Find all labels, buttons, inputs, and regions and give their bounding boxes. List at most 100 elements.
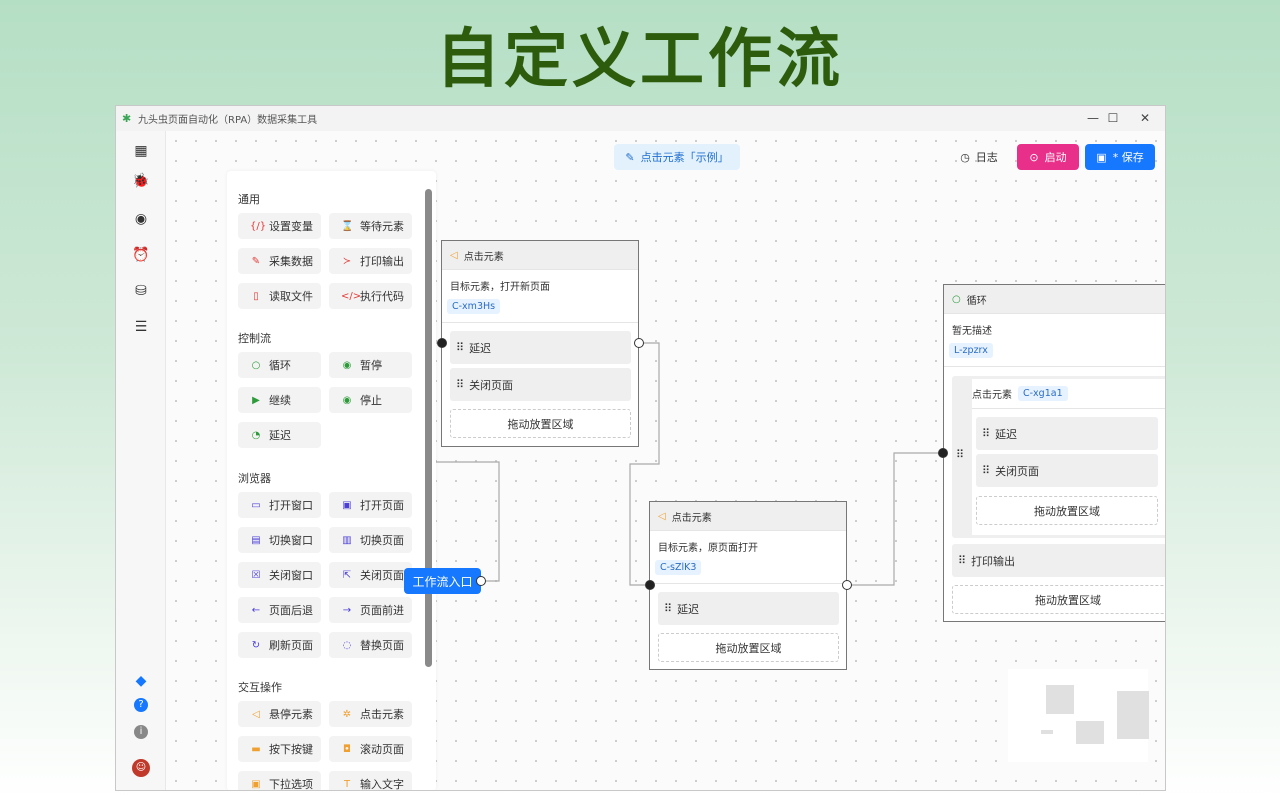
- edit-icon: ✎: [625, 150, 635, 164]
- palette-item-label: 暂停: [360, 359, 382, 372]
- apps-grid-icon[interactable]: ▦: [134, 143, 148, 159]
- node2-output-port[interactable]: [842, 580, 852, 590]
- palette-item[interactable]: ☒关闭窗口: [238, 562, 321, 588]
- palette-item[interactable]: ◉暂停: [329, 352, 412, 378]
- minimap[interactable]: [1008, 669, 1149, 762]
- child-node-delay[interactable]: ⠿ 延迟: [658, 592, 839, 625]
- diamond-icon[interactable]: ◆: [135, 673, 147, 689]
- palette-item-icon: ⇱: [342, 569, 352, 581]
- child-node-delay[interactable]: ⠿延迟: [450, 331, 631, 364]
- left-rail: ▦ 🐞 ◉ ⏰ ⛁ ☰ ◆? i ☺: [116, 131, 166, 790]
- child-node-close-page[interactable]: ⠿关闭页面: [976, 454, 1158, 487]
- child-node-print-output[interactable]: ⠿打印输出: [952, 544, 1165, 577]
- palette-item[interactable]: ▶继续: [238, 387, 321, 413]
- palette-item-label: 按下按键: [269, 743, 313, 756]
- child-node-close-page[interactable]: ⠿关闭页面: [450, 368, 631, 401]
- app-window: ✱ 九头虫页面自动化（RPA）数据采集工具 — ☐ ✕ ▦🐞◉⏰⛁☰◆?i☺ 通…: [115, 105, 1166, 791]
- bug-logo-icon[interactable]: 🐞: [132, 173, 150, 189]
- node-click-element-1[interactable]: ◁点击元素 目标元素，打开新页面 C-xm3Hs ⠿延迟 ⠿关闭页面 拖动放置区…: [441, 240, 639, 447]
- palette-item[interactable]: ▯读取文件: [238, 283, 321, 309]
- start-button[interactable]: ⊙启动: [1017, 144, 1079, 170]
- palette-item[interactable]: ⇱关闭页面: [329, 562, 412, 588]
- palette-item-icon: </>: [341, 290, 362, 302]
- child-node-delay[interactable]: ⠿延迟: [976, 417, 1158, 450]
- palette-item[interactable]: ←页面后退: [238, 597, 321, 623]
- palette-item[interactable]: ↻刷新页面: [238, 632, 321, 658]
- drag-handle-icon[interactable]: ⠿: [456, 341, 464, 354]
- drop-zone[interactable]: 拖动放置区域: [976, 496, 1158, 525]
- workflow-entry[interactable]: 工作流入口: [404, 568, 481, 594]
- help-icon[interactable]: ?: [134, 698, 148, 712]
- palette-item[interactable]: ◉停止: [329, 387, 412, 413]
- palette-item[interactable]: ▬ 按下按键: [238, 736, 321, 762]
- drag-handle-icon[interactable]: ⠿: [664, 602, 672, 615]
- palette-item[interactable]: ✲点击元素: [329, 701, 412, 727]
- node-description: 目标元素，打开新页面: [450, 282, 550, 293]
- database-icon[interactable]: ⛁: [135, 283, 147, 299]
- drag-handle-icon[interactable]: ⠿: [982, 427, 990, 440]
- drag-handle-icon[interactable]: ⠿: [956, 448, 964, 461]
- palette-scrollbar[interactable]: [425, 189, 432, 667]
- palette-item[interactable]: ▭打开窗口: [238, 492, 321, 518]
- palette-item[interactable]: ▣下拉选项: [238, 771, 321, 790]
- palette-item[interactable]: ⌛等待元素: [329, 213, 412, 239]
- workflow-icon[interactable]: ◉: [134, 211, 148, 227]
- info-icon[interactable]: i: [134, 725, 148, 739]
- palette-item[interactable]: </>执行代码: [329, 283, 412, 309]
- palette-item[interactable]: ◘滚动页面: [329, 736, 412, 762]
- close-button[interactable]: ✕: [1139, 111, 1151, 125]
- palette-item[interactable]: →页面前进: [329, 597, 412, 623]
- hero-title: 自定义工作流: [436, 22, 844, 97]
- child-label: 延迟: [677, 602, 700, 616]
- entry-output-port[interactable]: [476, 576, 486, 586]
- node3-input-port[interactable]: [938, 448, 948, 458]
- alarm-icon[interactable]: ⏰: [132, 247, 150, 263]
- log-button[interactable]: ◷日志: [954, 144, 1004, 170]
- storage-icon[interactable]: ☰: [134, 319, 148, 335]
- drag-handle-icon[interactable]: ⠿: [958, 554, 966, 567]
- save-button[interactable]: ▣* 保存: [1085, 144, 1155, 170]
- palette-item[interactable]: ○循环: [238, 352, 321, 378]
- minimize-button[interactable]: —: [1087, 111, 1099, 125]
- maximize-button[interactable]: ☐: [1107, 111, 1119, 125]
- play-circle-icon: ⊙: [1029, 150, 1039, 164]
- node-click-element-2[interactable]: ◁点击元素 目标元素，原页面打开 C-sZlK3 ⠿延迟 拖动放置区域: [649, 501, 847, 670]
- palette-item[interactable]: ▤切换窗口: [238, 527, 321, 553]
- palette-item[interactable]: ▣打开页面: [329, 492, 412, 518]
- palette-item-icon: ▬: [251, 743, 261, 755]
- palette-item[interactable]: {/}设置变量: [238, 213, 321, 239]
- workflow-canvas[interactable]: 通用{/}设置变量⌛等待元素✎采集数据≻打印输出▯读取文件</>执行代码控制流○…: [166, 131, 1165, 790]
- palette-item-label: 打印输出: [360, 255, 404, 268]
- palette-item-icon: ▣: [251, 778, 261, 790]
- drag-handle-icon[interactable]: ⠿: [982, 464, 990, 477]
- drag-handle-icon[interactable]: ⠿: [456, 378, 464, 391]
- palette-item-icon: ▥: [342, 534, 352, 546]
- drop-zone[interactable]: 拖动放置区域: [450, 409, 631, 438]
- palette-item[interactable]: ✎采集数据: [238, 248, 321, 274]
- palette-item-label: 替换页面: [360, 639, 404, 652]
- node1-output-port[interactable]: [634, 338, 644, 348]
- save-label: * 保存: [1112, 151, 1144, 164]
- node-title: 点击元素: [463, 251, 504, 263]
- palette-item-icon: ↻: [251, 639, 261, 651]
- palette-section-title: 通用: [238, 193, 260, 206]
- workflow-name-button[interactable]: ✎点击元素「示例」: [614, 144, 740, 170]
- node2-input-port[interactable]: [645, 580, 655, 590]
- drop-zone[interactable]: 拖动放置区域: [658, 633, 839, 662]
- palette-item-label: 读取文件: [269, 290, 313, 303]
- node1-input-port[interactable]: [437, 338, 447, 348]
- palette-item-label: 采集数据: [269, 255, 313, 268]
- palette-item[interactable]: ◔延迟: [238, 422, 321, 448]
- palette-item[interactable]: ≻打印输出: [329, 248, 412, 274]
- node-title: 点击元素: [671, 512, 712, 524]
- palette-item[interactable]: ◌替换页面: [329, 632, 412, 658]
- palette-item[interactable]: ▥切换页面: [329, 527, 412, 553]
- drop-zone[interactable]: 拖动放置区域: [952, 585, 1165, 614]
- palette-item[interactable]: ◁悬停元素: [238, 701, 321, 727]
- avatar[interactable]: ☺: [132, 759, 150, 777]
- palette-item-icon: ←: [251, 604, 261, 616]
- palette-section-title: 控制流: [238, 332, 271, 345]
